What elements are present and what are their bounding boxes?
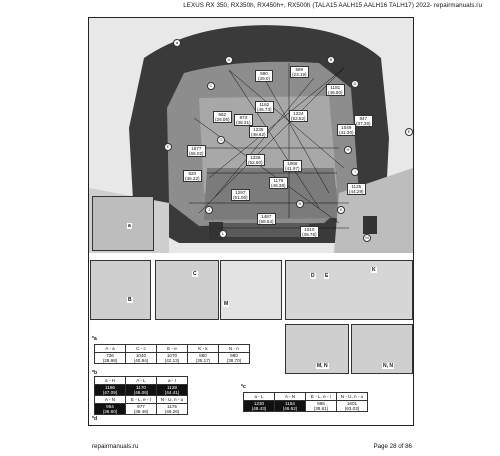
measure-label: 662(26.06) — [213, 111, 232, 123]
section-mark: *c — [241, 384, 246, 390]
measure-label: 1010(39.76) — [300, 226, 319, 238]
point-marker: G — [217, 136, 225, 144]
table-cell: 1070(42.13) — [156, 352, 188, 364]
table-cell: 996(38.61) — [305, 400, 337, 412]
detail-tag: C — [192, 271, 198, 277]
measure-label: 947(37.28) — [354, 115, 373, 127]
point-marker: A — [225, 56, 233, 64]
footer-page-number: Page 28 of 86 — [373, 443, 412, 450]
table-cell: a - H — [94, 376, 126, 385]
table-cell: 1040(40.94) — [125, 352, 157, 364]
point-marker: E — [405, 128, 413, 136]
measure-label: 1235(48.62) — [249, 126, 268, 138]
detail-tag: D — [310, 273, 316, 279]
detail-tag: M — [223, 301, 230, 307]
diagram-frame: 990(39.0) 589(23.19) 1181(46.50) 1162(45… — [88, 17, 414, 426]
measure-label: 1125(44.29) — [347, 183, 366, 195]
point-marker: D — [351, 80, 359, 88]
page-header: LEXUS RX 350, RX350h, RX450h+, RX500h (T… — [183, 2, 482, 9]
measure-label: 1066(41.97) — [283, 160, 302, 172]
table-cell: N - U, n - u — [336, 392, 368, 401]
point-marker: I — [351, 168, 359, 176]
point-marker: L — [219, 230, 227, 238]
detail-tag: E — [324, 273, 330, 279]
table-cell: 1170(46.06) — [125, 384, 157, 396]
table-cell: A - N — [274, 392, 306, 401]
point-marker: B — [327, 56, 335, 64]
measure-label: 920(36.22) — [183, 170, 202, 182]
measure-label: 990(39.0) — [255, 70, 273, 82]
table-cell: K - k — [187, 344, 219, 353]
table-cell: C - c — [125, 344, 157, 353]
measure-label: 589(23.19) — [290, 66, 309, 78]
table-cell: A - N — [94, 395, 126, 404]
measure-label: 973(38.31) — [234, 114, 253, 126]
table-cell: 736(28.98) — [94, 352, 126, 364]
inset-detail-a: a — [92, 196, 154, 251]
point-marker: C — [207, 82, 215, 90]
point-marker: K — [337, 206, 345, 214]
table-cell: A - L — [125, 376, 157, 385]
detail-view-d: M — [220, 260, 282, 320]
point-marker: J — [205, 206, 213, 214]
detail-view-c: C — [155, 260, 219, 320]
measure-label: 1487(58.54) — [257, 213, 276, 225]
measure-label: 1677(66.02) — [187, 145, 206, 157]
detail-tag: B — [127, 297, 133, 303]
table-cell: a - I — [156, 376, 188, 385]
measure-label: 1334(52.52) — [289, 110, 308, 122]
table-cell: N - U, n - u — [156, 395, 188, 404]
footer-source: repairmanuals.ru — [92, 443, 139, 450]
spec-table-3: a - L A - N E - L, e - I N - U, n - u 12… — [243, 392, 368, 412]
measure-label: 1178(46.38) — [269, 177, 288, 189]
measure-label: 1162(45.73) — [255, 101, 274, 113]
measure-label: 1049(41.30) — [337, 124, 356, 136]
section-mark: *b — [92, 370, 97, 376]
table-cell: E - e — [156, 344, 188, 353]
measure-label: 1336(52.60) — [246, 154, 265, 166]
detail-view-e: D E K — [285, 260, 413, 320]
section-mark: *d — [92, 416, 97, 422]
table-cell: 954(36.60) — [94, 403, 126, 415]
detail-tag: N, N — [382, 363, 394, 369]
table-cell: 977(38.46) — [125, 403, 157, 415]
point-marker: a — [173, 39, 181, 47]
point-marker: H — [344, 146, 352, 154]
point-marker: M — [363, 234, 371, 242]
vehicle-rear-figure: 990(39.0) 589(23.19) 1181(46.50) 1162(45… — [89, 18, 413, 253]
section-mark: *a — [92, 336, 97, 342]
table-cell: a - L — [243, 392, 275, 401]
point-marker: F — [164, 143, 172, 151]
detail-tag: M, N — [316, 363, 329, 369]
detail-tag: a — [127, 223, 132, 229]
detail-view-n: N, N — [351, 324, 413, 374]
table-cell: 980(38.70) — [218, 352, 250, 364]
table-cell: A - a — [94, 344, 126, 353]
measure-label: 1181(46.50) — [326, 84, 345, 96]
detail-tag: K — [371, 267, 377, 273]
table-cell: 1230(48.43) — [243, 400, 275, 412]
detail-view-m: M, N — [285, 324, 349, 374]
measure-label: 1297(51.06) — [231, 189, 250, 201]
table-cell: E - L, e - I — [125, 395, 157, 404]
table-cell: E - L, e - I — [305, 392, 337, 401]
point-marker: N — [296, 200, 304, 208]
spec-table-2: a - H A - L a - I 1196(47.09) 1170(46.06… — [94, 376, 188, 415]
table-cell: 860(35.17) — [187, 352, 219, 364]
table-cell: 1196(47.09) — [94, 384, 126, 396]
table-cell: 1184(46.62) — [274, 400, 306, 412]
table-cell: N - n — [218, 344, 250, 353]
table-cell: 1128(44.41) — [156, 384, 188, 396]
table-cell: 1175(46.26) — [156, 403, 188, 415]
detail-view-b: B — [90, 260, 151, 320]
table-cell: 1601(63.03) — [336, 400, 368, 412]
spec-table-1: A - a C - c E - e K - k N - n 736(28.98)… — [94, 344, 250, 364]
